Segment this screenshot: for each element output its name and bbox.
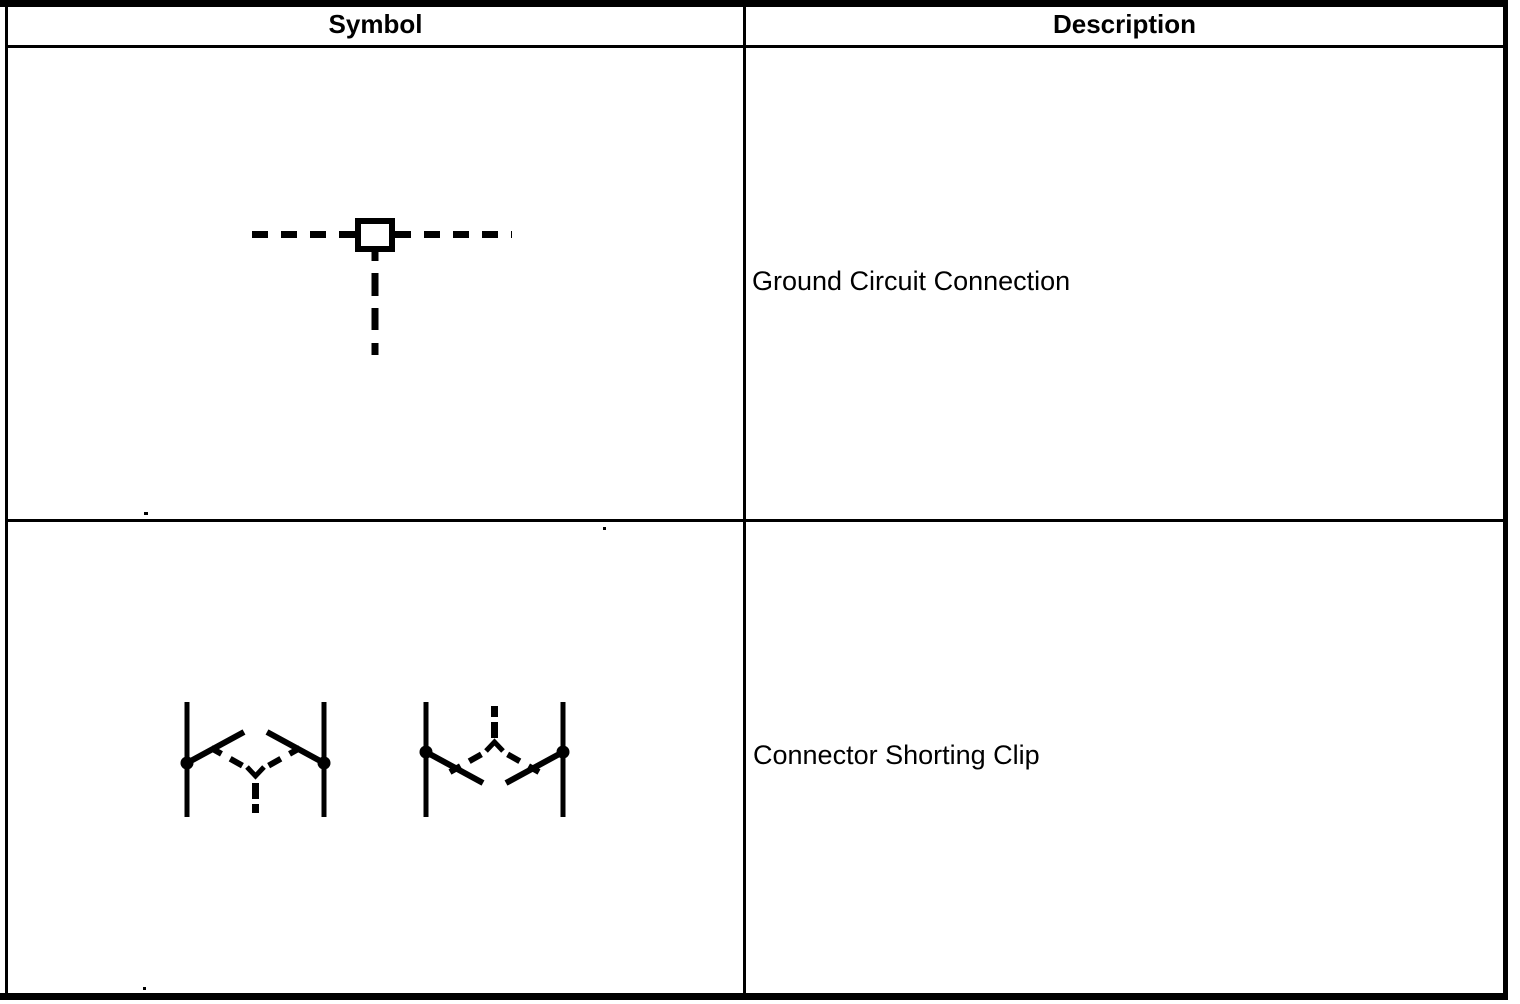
column-header-description: Description bbox=[1052, 9, 1197, 39]
column-divider-line bbox=[743, 7, 746, 993]
column-header-symbol: Symbol bbox=[328, 9, 423, 39]
clip-vertex-arrow-down bbox=[245, 765, 266, 780]
connector-shorting-clip-symbol-left bbox=[180, 702, 331, 817]
header-divider-line bbox=[5, 45, 1505, 48]
table-border-right bbox=[1503, 0, 1508, 1000]
table-border-top bbox=[0, 0, 1508, 7]
clip-arm-dashed-right bbox=[257, 745, 302, 774]
scan-artifact-dots bbox=[143, 512, 606, 990]
row-description-ground-circuit: Ground Circuit Connection bbox=[752, 266, 1071, 296]
ground-circuit-connection-symbol bbox=[240, 218, 512, 358]
table-border-bottom bbox=[0, 993, 1508, 1000]
scan-dot bbox=[603, 527, 606, 530]
row-description-shorting-clip: Connector Shorting Clip bbox=[753, 740, 1040, 770]
clip-arm-dashed-left bbox=[448, 746, 493, 775]
clip-arm-dashed-left bbox=[209, 745, 254, 774]
connector-shorting-clip-symbol-right bbox=[419, 702, 570, 817]
clip-vertex-arrow-up bbox=[484, 738, 505, 753]
scan-dot bbox=[143, 987, 146, 990]
ground-connection-box bbox=[355, 218, 395, 252]
row-divider-line bbox=[5, 519, 1505, 522]
table-border-left bbox=[5, 0, 8, 1000]
scan-dot bbox=[144, 512, 148, 515]
clip-arm-dashed-right bbox=[496, 746, 541, 775]
